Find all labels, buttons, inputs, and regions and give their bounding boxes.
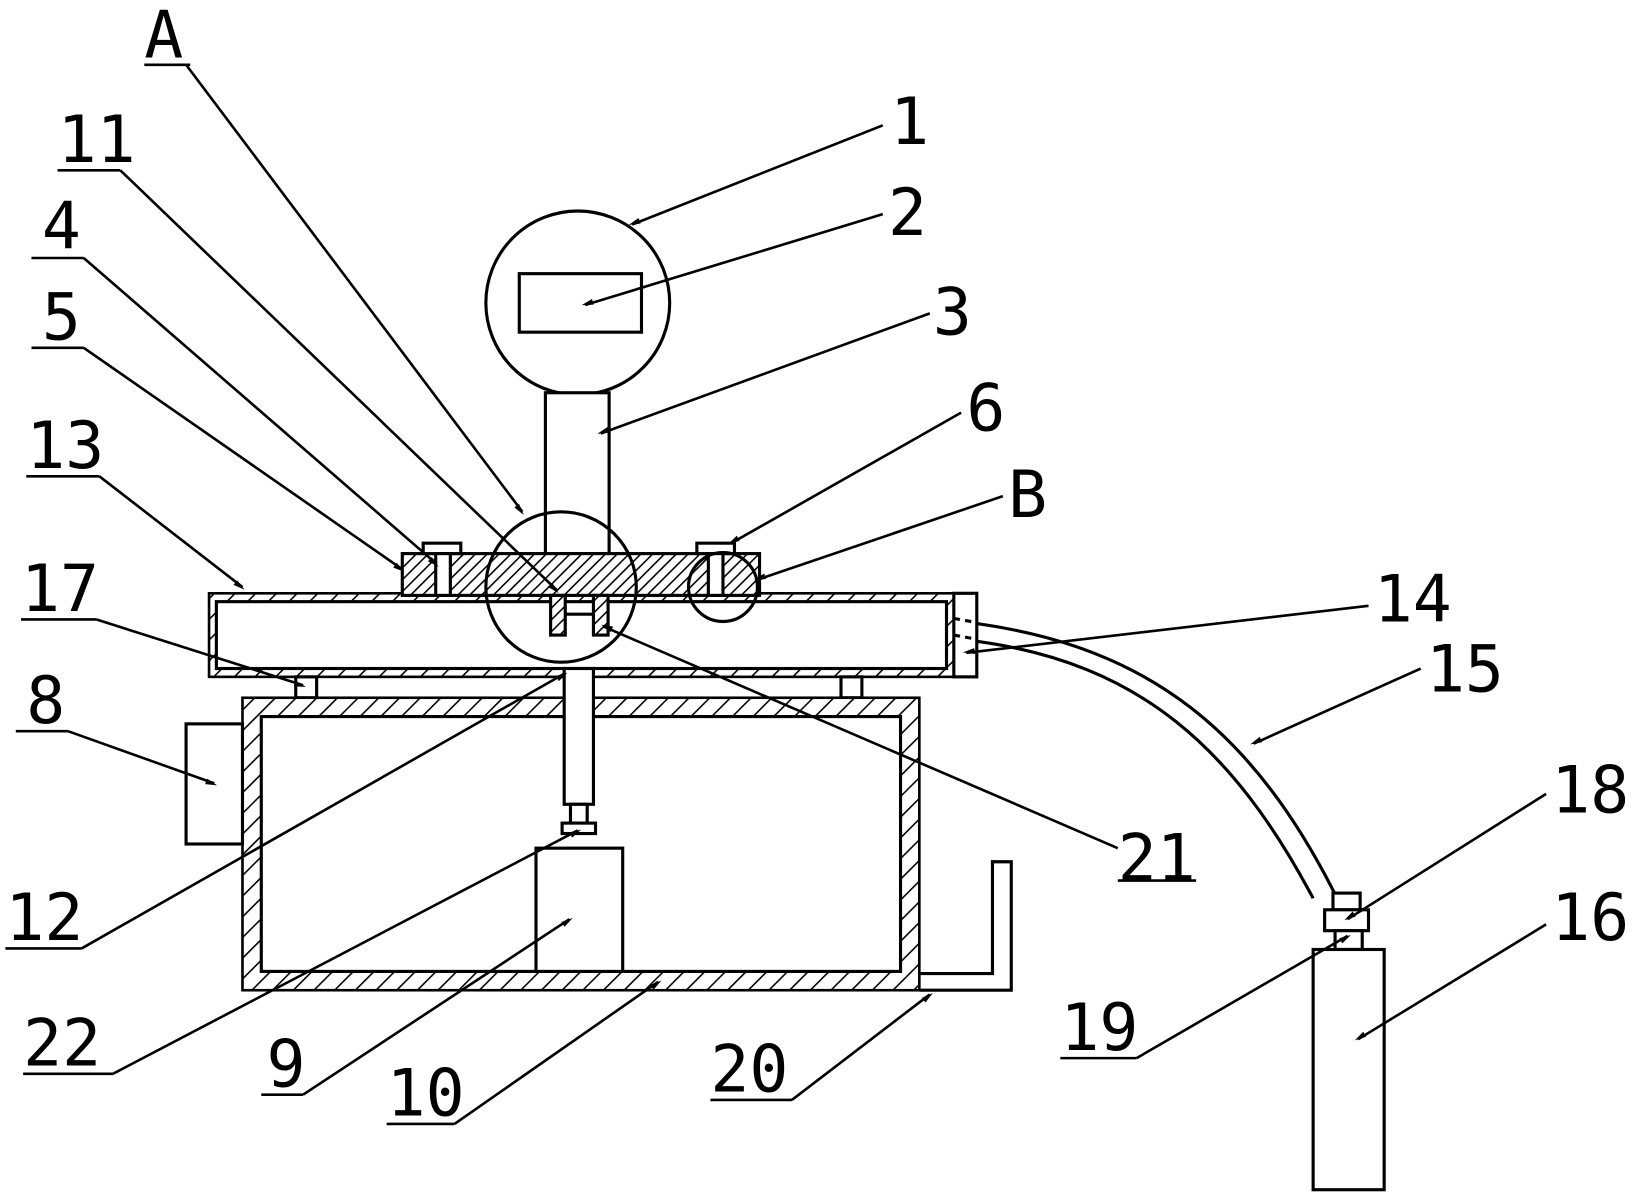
svg-text:3: 3 — [933, 275, 972, 350]
side-unit — [186, 724, 242, 844]
drive-block — [536, 848, 623, 971]
svg-text:10: 10 — [387, 1057, 465, 1132]
label-20: 20 — [710, 994, 929, 1107]
svg-text:9: 9 — [267, 1027, 306, 1102]
label-16: 16 — [1358, 881, 1629, 1039]
svg-text:2: 2 — [888, 176, 927, 251]
support-foot-right — [841, 677, 862, 698]
flange-plate — [402, 554, 759, 596]
push-rod — [564, 669, 593, 805]
hose-connector — [1333, 893, 1360, 910]
svg-text:15: 15 — [1426, 632, 1504, 707]
bracket — [919, 862, 1011, 990]
label-10: 10 — [387, 982, 659, 1132]
svg-text:21: 21 — [1118, 822, 1196, 897]
svg-text:19: 19 — [1060, 991, 1138, 1066]
support-foot-left — [296, 677, 317, 698]
bolt-left-shaft — [436, 554, 451, 596]
connector-22 — [570, 804, 587, 823]
label-B: B — [757, 458, 1047, 580]
svg-text:16: 16 — [1551, 881, 1629, 956]
label-15: 15 — [1254, 632, 1504, 743]
label-1: 1 — [632, 85, 929, 224]
svg-text:5: 5 — [42, 280, 81, 355]
valve-18 — [1325, 910, 1369, 931]
svg-text:6: 6 — [966, 371, 1005, 446]
connector-22-base — [562, 823, 595, 833]
svg-text:13: 13 — [26, 409, 104, 484]
svg-text:22: 22 — [23, 1006, 101, 1081]
svg-text:20: 20 — [710, 1033, 788, 1108]
svg-text:4: 4 — [42, 190, 81, 265]
svg-text:8: 8 — [26, 664, 65, 739]
seal-left — [551, 595, 566, 635]
svg-text:A: A — [144, 0, 183, 73]
label-11: 11 — [58, 103, 557, 590]
svg-text:12: 12 — [5, 881, 83, 956]
seal-right — [593, 595, 608, 635]
bolt-right-shaft — [708, 554, 723, 596]
gauge-stem — [545, 393, 609, 554]
gas-bottle — [1313, 949, 1384, 1189]
label-19: 19 — [1060, 936, 1347, 1066]
svg-text:18: 18 — [1551, 754, 1629, 829]
svg-text:B: B — [1008, 458, 1047, 533]
label-14: 14 — [966, 563, 1451, 653]
svg-text:1: 1 — [890, 85, 929, 160]
label-6: 6 — [731, 371, 1005, 543]
svg-text:11: 11 — [58, 103, 136, 178]
svg-text:14: 14 — [1374, 563, 1452, 638]
svg-text:17: 17 — [21, 552, 99, 627]
label-4: 4 — [31, 190, 436, 564]
label-A: A — [144, 0, 522, 512]
